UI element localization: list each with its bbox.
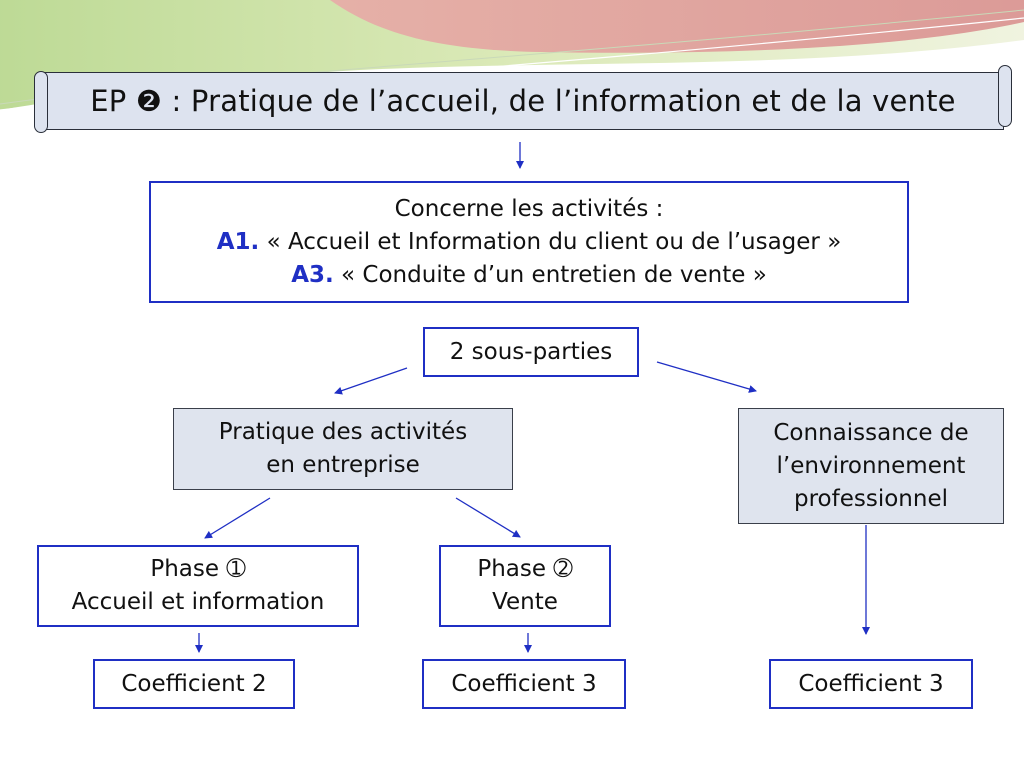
- phase-2-title: Phase ➁: [477, 556, 573, 582]
- title-text: : Pratique de l’accueil, de l’informatio…: [162, 84, 956, 118]
- practice-line-1: Pratique des activités: [218, 419, 468, 445]
- scroll-curl-left: [34, 71, 48, 133]
- arrow-practice-to-phase-2: [455, 497, 521, 538]
- activity-a1-code: A1.: [216, 228, 260, 255]
- phase-2-box: Phase ➁ Vente: [439, 545, 611, 627]
- activity-a1-text: « Accueil et Information du client ou de…: [259, 228, 842, 255]
- subparts-box: 2 sous-parties: [423, 327, 639, 377]
- activities-intro: Concerne les activités :: [394, 195, 664, 222]
- practice-line-2: en entreprise: [266, 452, 420, 478]
- activities-box: Concerne les activités : A1. « Accueil e…: [149, 181, 909, 303]
- page-title: EP ❷ : Pratique de l’accueil, de l’infor…: [90, 84, 955, 118]
- phase-1-box: Phase ➀ Accueil et information: [37, 545, 359, 627]
- subparts-label: 2 sous-parties: [449, 338, 613, 365]
- coefficient-phase-2-label: Coefficient 3: [451, 670, 597, 697]
- coefficient-phase-1: Coefficient 2: [93, 659, 295, 709]
- practice-box: Pratique des activités en entreprise: [173, 408, 513, 490]
- activity-a1: A1. « Accueil et Information du client o…: [217, 226, 842, 259]
- activity-a3-text: « Conduite d’un entretien de vente »: [333, 261, 767, 288]
- phase-2-subtitle: Vente: [492, 589, 558, 615]
- coefficient-knowledge: Coefficient 3: [769, 659, 973, 709]
- scroll-curl-right: [998, 65, 1012, 127]
- coefficient-phase-1-label: Coefficient 2: [121, 670, 267, 697]
- arrow-subparts-to-practice: [334, 367, 408, 395]
- knowledge-box: Connaissance de l’environnement professi…: [738, 408, 1004, 524]
- phase-1-subtitle: Accueil et information: [71, 589, 325, 615]
- phase-1-title: Phase ➀: [150, 556, 246, 582]
- coefficient-phase-2: Coefficient 3: [422, 659, 626, 709]
- knowledge-line-2: l’environnement: [776, 452, 966, 479]
- title-banner: EP ❷ : Pratique de l’accueil, de l’infor…: [34, 65, 1012, 133]
- knowledge-line-1: Connaissance de: [773, 419, 969, 446]
- arrow-practice-to-phase-1: [204, 497, 271, 539]
- title-prefix: EP ❷: [90, 84, 163, 118]
- activity-a3-code: A3.: [291, 261, 334, 288]
- knowledge-line-3: professionnel: [794, 485, 948, 512]
- header-decoration: [0, 0, 1024, 111]
- coefficient-knowledge-label: Coefficient 3: [798, 670, 944, 697]
- activity-a3: A3. « Conduite d’un entretien de vente »: [291, 259, 767, 292]
- arrow-subparts-to-knowledge: [656, 361, 757, 393]
